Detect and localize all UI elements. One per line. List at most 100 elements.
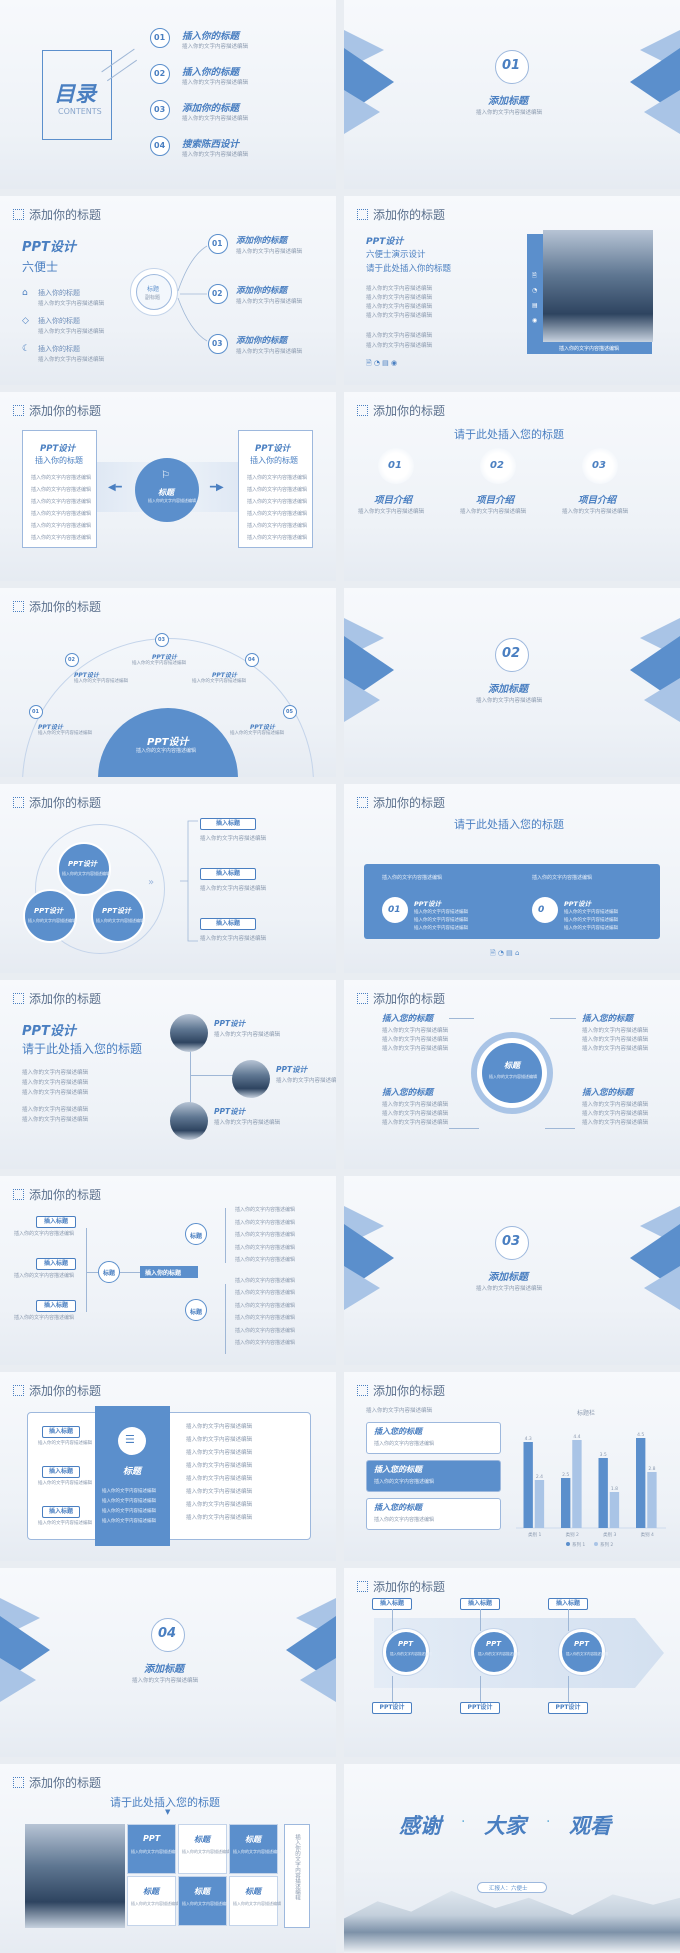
contents-title: 目录 — [54, 82, 96, 106]
cell-desc: 插入你的文字内容描述编辑 — [233, 1849, 281, 1854]
center-circle — [482, 1043, 542, 1103]
item-desc: 插入你的文字内容描述编辑 — [582, 1046, 649, 1052]
item-desc: 插入你的文字内容描述编辑 — [582, 1028, 649, 1034]
end-word: 大家 — [484, 1814, 526, 1838]
circle-title: PPT设计 — [102, 907, 132, 915]
triangle-left-3 — [344, 678, 380, 722]
connector — [568, 1609, 569, 1631]
circle — [386, 1632, 426, 1672]
bar — [647, 1472, 657, 1528]
slide-header: 添加你的标题 — [13, 1382, 101, 1399]
section-number: 02 — [502, 646, 521, 661]
mountain-photo — [25, 1824, 125, 1928]
node-title: PPT设计 — [152, 654, 177, 661]
bullet: 插入你的文字内容描述编辑 — [186, 1476, 253, 1482]
branch-desc: 插入你的文字内容描述编辑 — [235, 1207, 296, 1213]
legend-marker — [566, 1542, 570, 1546]
circle — [57, 842, 111, 896]
side-desc: 插入你的文字内容描述编辑 — [294, 1834, 300, 1900]
node-title: PPT设计 — [74, 672, 99, 679]
triangle-left-3 — [344, 1266, 380, 1310]
toc-number-circle — [150, 100, 170, 120]
desc-line: 插入你的文字内容描述编辑 — [366, 304, 433, 310]
slide-12: 添加你的标题 标题 插入你的文字内容描述编辑 插入您的标题插入你的文字内容描述编… — [344, 980, 680, 1169]
snow-mountains — [344, 1890, 680, 1953]
item-number: 02 — [490, 460, 504, 471]
center-desc: 插入你的文字内容描述编辑 — [489, 1074, 537, 1079]
bar — [534, 1480, 545, 1528]
item-card[interactable] — [366, 1498, 501, 1530]
item-number: 03 — [592, 460, 606, 471]
section-title: 添加标题 — [144, 1664, 184, 1675]
item-title: 插入你的标题 — [38, 345, 80, 353]
desc-line: 插入你的文字内容描述编辑 — [366, 313, 433, 319]
connector — [480, 1676, 481, 1702]
circle — [474, 1632, 514, 1672]
number-circle — [208, 234, 228, 254]
icon-row: 🗎 ◔ ▤ ◉ — [366, 359, 398, 367]
header-mark — [13, 1385, 24, 1396]
grid-cell — [178, 1824, 227, 1874]
ppt-title: PPT设计 — [366, 237, 404, 247]
item-card[interactable] — [366, 1460, 501, 1492]
circle — [23, 889, 77, 943]
photo-circle — [170, 1102, 208, 1140]
item-desc: 插入你的文字内容描述编辑 — [236, 349, 303, 355]
center-desc: 插入你的文字内容描述编辑 — [102, 1509, 156, 1514]
node-desc: 插入你的文字内容描述编辑 — [74, 679, 128, 684]
photo-caption: 插入你的文字内容描述编辑 — [559, 346, 620, 352]
bar — [572, 1440, 582, 1528]
arrow-left-icon: ◀━ — [108, 482, 122, 493]
header-mark — [357, 405, 368, 416]
node-circle — [283, 705, 297, 719]
item-card[interactable] — [366, 1422, 501, 1454]
tag: 插入标题 — [200, 818, 256, 830]
item-desc: 插入你的文字内容描述编辑 — [236, 299, 303, 305]
root-label: 标题 — [103, 1270, 116, 1277]
item-title: 插入您的标题 — [382, 1014, 434, 1024]
blue-panel — [364, 864, 660, 939]
tag-desc: 插入你的文字内容描述编辑 — [38, 1481, 92, 1486]
connector — [392, 1609, 393, 1631]
slide-header: 添加你的标题 — [13, 402, 101, 419]
slide-header: 添加你的标题 — [13, 1186, 101, 1203]
branch-desc: 插入你的文字内容描述编辑 — [235, 1315, 296, 1321]
bullet: 插入你的文字内容描述编辑 — [22, 1117, 89, 1123]
tag: 插入标题 — [36, 1300, 76, 1312]
data-label: 2.5 — [562, 1472, 569, 1478]
header-mark — [13, 993, 24, 1004]
bullet: 插入你的文字内容描述编辑 — [366, 333, 433, 339]
circle-desc: 插入你的文字内容描述编辑 — [390, 1652, 432, 1656]
toc-number-circle — [150, 136, 170, 156]
tag: 插入标题 — [42, 1466, 80, 1478]
end-dot: · — [461, 1814, 466, 1830]
slide-header: 添加你的标题 — [13, 1774, 101, 1791]
header-mark — [13, 405, 24, 416]
icon-row: 🗎 ◔ ▤ ⌂ — [490, 949, 520, 957]
item-desc: 插入你的文字内容描述编辑 — [374, 1441, 435, 1447]
bullet: 插入你的文字内容描述编辑 — [186, 1502, 253, 1508]
left-ppt: PPT设计 — [40, 444, 76, 454]
item-title: 插入您的标题 — [374, 1503, 422, 1512]
toc-desc: 插入你的文字内容描述编辑 — [182, 116, 249, 122]
bar — [636, 1438, 646, 1528]
tag-desc: 插入你的文字内容描述编辑 — [38, 1521, 92, 1526]
bullet-line: 插入你的文字内容描述编辑 — [31, 487, 92, 493]
connector-lines — [177, 245, 208, 342]
right-sub: 插入你的标题 — [250, 456, 298, 465]
circle-desc: 插入你的文字内容描述编辑 — [566, 1652, 608, 1656]
item-title: 插入您的标题 — [582, 1088, 634, 1098]
data-label: 1.8 — [611, 1486, 618, 1492]
toc-number: 02 — [154, 69, 166, 78]
bullet: 插入你的文字内容描述编辑 — [186, 1450, 253, 1456]
bar — [561, 1478, 571, 1528]
slide-header: 添加你的标题 — [13, 206, 101, 223]
slide-header: 添加你的标题 — [357, 402, 445, 419]
cell-desc: 插入你的文字内容描述编辑 — [182, 1901, 230, 1906]
bullet: 插入你的文字内容描述编辑 — [186, 1489, 253, 1495]
slide-title: 请于此处插入您的标题 — [110, 1796, 220, 1809]
